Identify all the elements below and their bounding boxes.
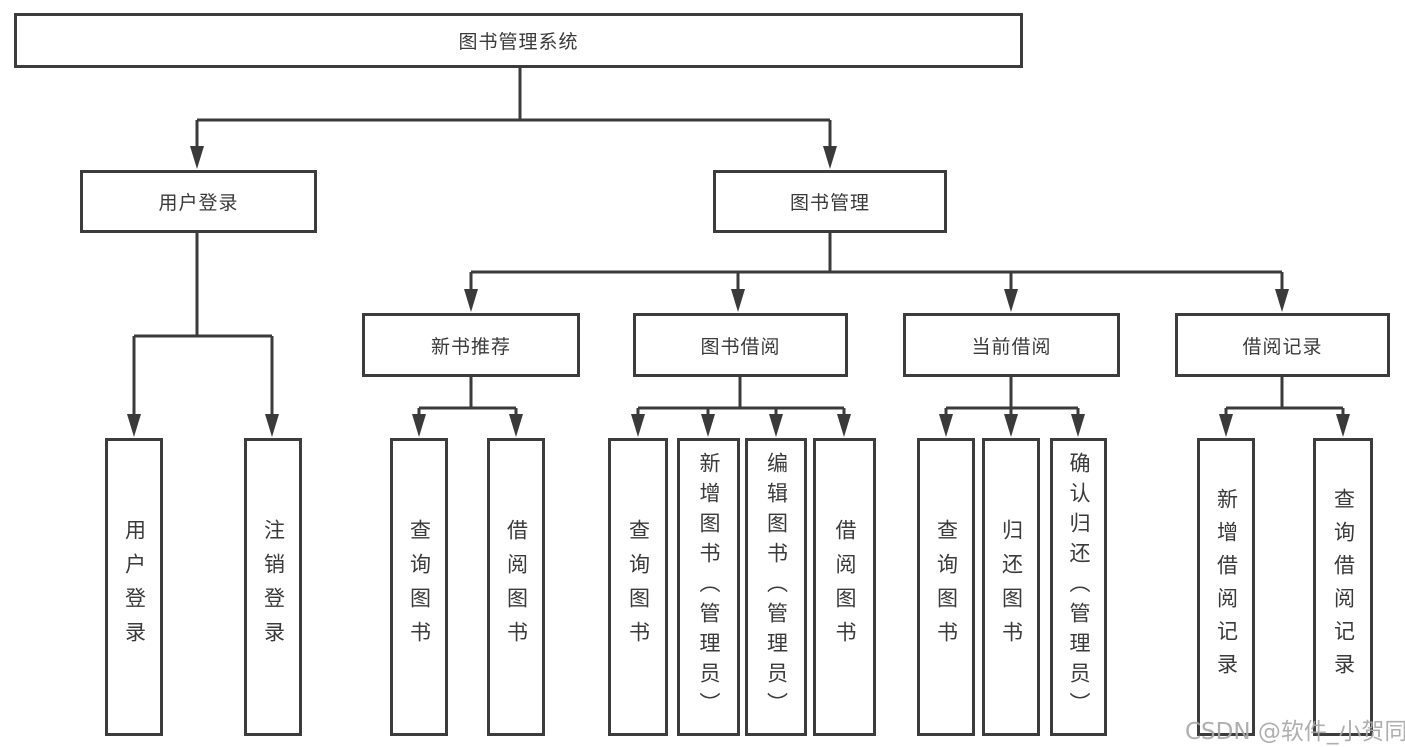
leaf-new-book-borrow: 借阅图书 [487,438,545,736]
leaf-borrow-query-label: 查询图书 [626,519,651,655]
leaf-new-book-borrow-label: 借阅图书 [504,519,529,655]
leaf-borrow-edit-label: 编辑图书（管理员） [764,452,789,722]
leaf-borrow-add-label: 新增图书（管理员） [697,452,721,722]
leaf-borrow-edit: 编辑图书（管理员） [745,438,807,736]
node-new-book-recommend: 新书推荐 [362,313,580,377]
leaf-logout: 注销登录 [244,438,302,736]
leaf-records-query: 查询借阅记录 [1313,438,1373,736]
leaf-records-query-label: 查询借阅记录 [1331,488,1356,686]
node-book-borrow-label: 图书借阅 [700,335,781,358]
leaf-logout-label: 注销登录 [261,519,286,655]
leaf-current-confirm: 确认归还（管理员） [1050,438,1107,736]
leaf-current-confirm-label: 确认归还（管理员） [1067,452,1091,722]
node-user-login-label: 用户登录 [158,192,239,214]
leaf-borrow-borrow: 借阅图书 [813,438,876,736]
node-borrow-records-label: 借阅记录 [1242,335,1323,358]
node-book-borrow: 图书借阅 [633,313,848,377]
leaf-borrow-query: 查询图书 [608,438,668,736]
leaf-user-login-label: 用户登录 [122,519,147,655]
leaf-borrow-add: 新增图书（管理员） [677,438,740,736]
leaf-current-query: 查询图书 [917,438,975,736]
leaf-current-query-label: 查询图书 [934,519,959,655]
node-current-borrow: 当前借阅 [903,313,1120,377]
leaf-records-add-label: 新增借阅记录 [1214,488,1239,686]
node-book-management: 图书管理 [713,170,947,233]
node-new-book-recommend-label: 新书推荐 [430,335,511,358]
node-current-borrow-label: 当前借阅 [971,335,1052,358]
leaf-new-book-query: 查询图书 [390,438,448,736]
node-user-login: 用户登录 [80,170,317,233]
leaf-borrow-borrow-label: 借阅图书 [833,519,857,655]
leaf-user-login: 用户登录 [105,438,163,736]
node-book-management-label: 图书管理 [789,192,870,214]
node-borrow-records: 借阅记录 [1175,313,1390,377]
leaf-records-add: 新增借阅记录 [1197,438,1255,736]
leaf-current-return: 归还图书 [982,438,1040,736]
leaf-current-return-label: 归还图书 [999,519,1024,655]
leaf-new-book-query-label: 查询图书 [407,519,432,655]
arrowheads [127,146,1350,437]
node-library-system-label: 图书管理系统 [458,31,579,53]
node-library-system: 图书管理系统 [14,13,1023,68]
csdn-watermark: CSDN @软件_小贺同学 [1185,719,1405,745]
